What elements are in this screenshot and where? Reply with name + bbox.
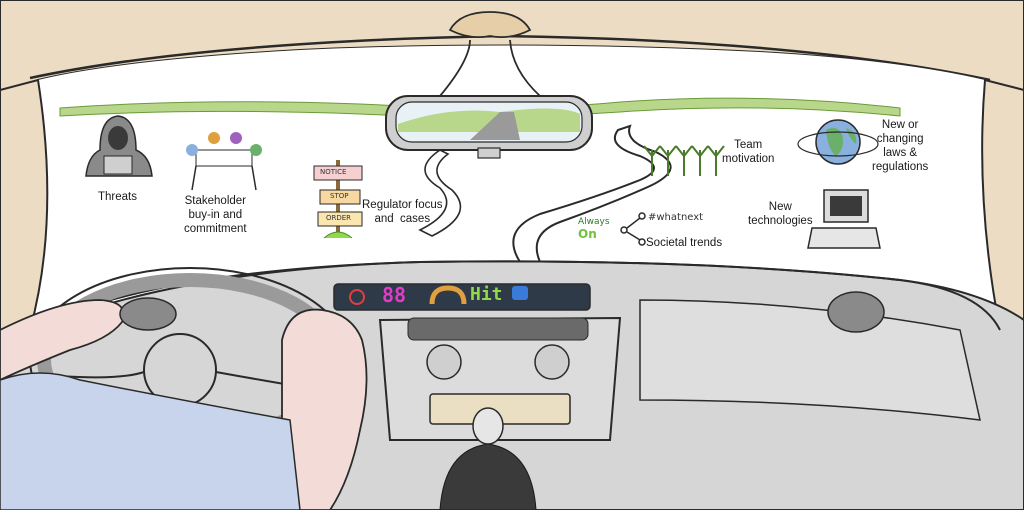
label-laws-line4: regulations bbox=[872, 161, 929, 173]
on-text: On bbox=[578, 227, 597, 241]
windshield-glass bbox=[30, 45, 1000, 331]
label-laws-line3: laws & bbox=[883, 147, 918, 159]
label-laws-line1: New or bbox=[881, 119, 919, 131]
hit-readout: Hit bbox=[470, 284, 503, 305]
right-pillar bbox=[981, 78, 1024, 352]
globe-icon bbox=[797, 119, 879, 165]
mirror-mount bbox=[448, 11, 532, 39]
gear-knob[interactable] bbox=[472, 407, 504, 445]
center-vent bbox=[407, 317, 589, 341]
mirror-stem bbox=[439, 39, 541, 97]
label-regulator: Regulator focus and cases bbox=[362, 198, 443, 226]
label-team-line1: Team bbox=[734, 139, 763, 151]
speed-readout: 88 bbox=[382, 283, 407, 307]
signpost-icon bbox=[313, 160, 363, 239]
label-stakeholder: Stakeholder buy-in and commitment bbox=[184, 194, 247, 236]
fuel-gauge-icon bbox=[349, 289, 365, 305]
left-hand bbox=[0, 299, 125, 381]
label-societal: Societal trends bbox=[646, 237, 723, 249]
hashtag-text: #whatnext bbox=[648, 212, 704, 223]
label-stakeholder-line1: Stakeholder bbox=[184, 195, 246, 207]
always-text: Always bbox=[578, 217, 610, 227]
always-on-text: Always On bbox=[578, 216, 610, 240]
branch-icon bbox=[620, 212, 646, 246]
hooded-figure-icon bbox=[85, 115, 153, 177]
label-team: Team motivation bbox=[722, 138, 774, 166]
label-team-line2: motivation bbox=[722, 153, 775, 165]
left-sleeve bbox=[0, 372, 301, 510]
meeting-icon bbox=[186, 132, 262, 191]
sign-stop-text: STOP bbox=[330, 192, 349, 200]
horizon-grass bbox=[59, 97, 901, 118]
label-laws-line2: changing bbox=[876, 133, 924, 145]
road-left-branch bbox=[418, 149, 462, 237]
winding-road bbox=[512, 124, 672, 263]
label-technologies: New technologies bbox=[748, 200, 813, 228]
label-technologies-line2: technologies bbox=[748, 215, 813, 227]
climate-dial-right[interactable] bbox=[534, 344, 570, 380]
left-pillar bbox=[0, 78, 49, 347]
left-vent bbox=[119, 297, 177, 331]
nav-icon bbox=[512, 286, 528, 300]
side-vent bbox=[827, 291, 885, 333]
sign-notice-text: NOTICE bbox=[320, 168, 347, 176]
computer-icon bbox=[807, 189, 881, 249]
rev-gauge-icon bbox=[429, 285, 467, 305]
label-regulator-line1: Regulator focus bbox=[362, 199, 443, 211]
label-stakeholder-line2: buy-in and bbox=[188, 209, 243, 221]
label-technologies-line1: New bbox=[768, 201, 792, 213]
dashboard-shelf bbox=[639, 299, 981, 421]
label-threats: Threats bbox=[98, 191, 137, 203]
climate-dial-left[interactable] bbox=[426, 344, 462, 380]
sign-order-text: ORDER bbox=[326, 214, 352, 222]
label-stakeholder-line3: commitment bbox=[184, 223, 247, 235]
label-regulator-line2: and cases bbox=[374, 213, 431, 225]
rearview-mirror bbox=[385, 95, 593, 159]
team-figures-icon bbox=[643, 145, 725, 176]
label-laws: New or changing laws & regulations bbox=[872, 118, 928, 174]
